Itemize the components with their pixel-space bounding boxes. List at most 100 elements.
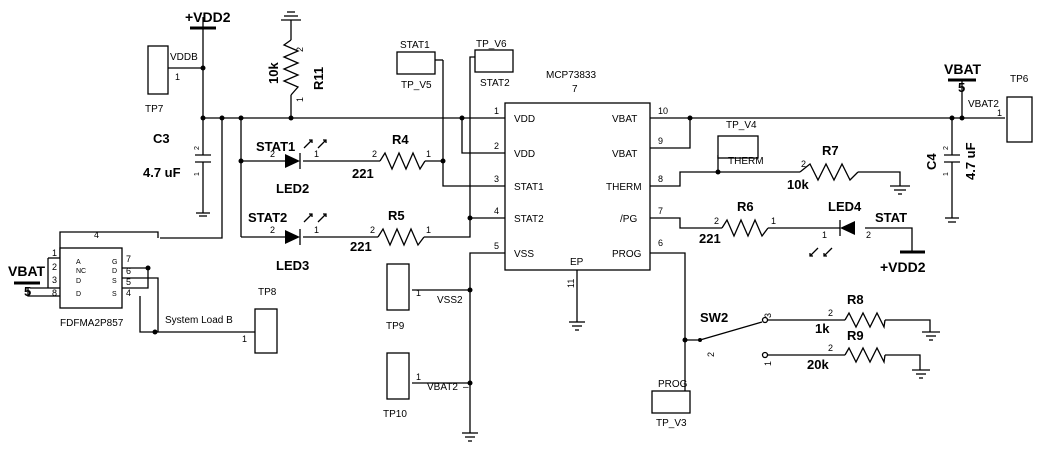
r7-pin2: 2	[801, 159, 806, 169]
tp-v4: TP_V4 THERM	[717, 120, 764, 167]
r5-value: 221	[350, 239, 372, 254]
led4-light-arrows	[809, 247, 833, 257]
r11-zigzag	[282, 39, 300, 96]
tp-v6-box	[474, 49, 514, 73]
tp-v5: STAT1 TP_V5	[396, 40, 443, 91]
r4-ref: R4	[392, 132, 409, 147]
r7: R7 10k 2	[787, 143, 883, 192]
ic-pin-name: /PG	[620, 214, 637, 225]
r11-value: 10k	[266, 62, 281, 84]
led2-light-arrows	[303, 139, 327, 149]
r6-ref: R6	[737, 199, 754, 214]
ic-body	[504, 102, 651, 271]
r5-pin2: 2	[370, 225, 375, 235]
tp-v6-ref: TP_V6	[476, 39, 507, 50]
mosfet-pin: 8	[52, 288, 57, 298]
mosfet-pin-top: 4	[94, 230, 99, 240]
sw2-pin1: 1	[763, 361, 773, 366]
ic-pin-name: STAT2	[514, 214, 544, 225]
tp7-pin: 1	[175, 72, 180, 82]
mosfet-pin: 7	[126, 254, 131, 264]
led4-pin1: 1	[822, 230, 827, 240]
mosfet-inner: NC	[76, 268, 86, 275]
led4: LED4 STAT 1 2	[809, 199, 907, 257]
vbat-left-pin: 5	[24, 284, 31, 299]
c3-ref: C3	[153, 131, 170, 146]
mosfet-inner: S	[112, 291, 117, 298]
r4: R4 221 2 1	[352, 132, 431, 181]
ic-pin-num: 2	[494, 141, 499, 151]
tp-v3-box	[651, 390, 691, 414]
mosfet-part: FDFMA2P857	[60, 318, 124, 329]
r7-zigzag	[799, 162, 859, 182]
tp10-ref: TP10	[383, 409, 407, 420]
r6-zigzag	[721, 218, 769, 238]
sw2-pin3: 3	[763, 313, 773, 318]
r8-zigzag	[844, 311, 886, 330]
r9-zigzag	[844, 346, 886, 365]
ic-pin-name: THERM	[606, 182, 642, 193]
tp-v6: TP_V6 STAT2	[474, 39, 514, 89]
fdfma2p857: 4 1 2 3 8 7 6 5 4 A NC D D G D S S FDFMA…	[52, 230, 131, 329]
r6-pin1: 1	[771, 216, 776, 226]
vbat-right-label: VBAT	[944, 61, 982, 77]
led2-pin1: 1	[314, 149, 319, 159]
tp9-ref: TP9	[386, 321, 405, 332]
sw2: SW2 3 1 2	[698, 310, 773, 366]
r7-ref: R7	[822, 143, 839, 158]
tp7-box	[147, 45, 169, 95]
tp6-net: VBAT2	[968, 99, 999, 110]
ic-pin-num: 5	[494, 241, 499, 251]
tp9-box	[386, 263, 410, 311]
mosfet-pin: 6	[126, 266, 131, 276]
vbat-right-pin: 5	[958, 80, 965, 95]
ic-ref: 7	[572, 84, 578, 95]
c4: C4 4.7 uF 2 1	[924, 140, 978, 180]
tp9: 1 VSS2 TP9	[386, 263, 463, 332]
led3-light-arrows	[303, 213, 327, 223]
ic-pin-name: VSS	[514, 249, 534, 260]
ic-pin-num: 4	[494, 206, 499, 216]
tp-v3-net: PROG	[658, 379, 688, 390]
led4-pin2: 2	[866, 230, 871, 240]
wires	[27, 17, 1005, 442]
mosfet-pin: 2	[52, 262, 57, 272]
ic-pin-num: 10	[658, 106, 668, 116]
tp10-pin: 1	[416, 372, 421, 382]
mosfet-inner: D	[76, 291, 81, 298]
r5: R5 221 2 1	[350, 208, 431, 254]
tp7: VDDB 1 TP7	[145, 45, 198, 115]
svg-text:–: –	[463, 382, 469, 393]
c3-value: 4.7 uF	[143, 165, 181, 180]
vdd2-top-label: +VDD2	[185, 9, 231, 25]
led4-label: STAT	[875, 210, 907, 225]
c3-pin1: 1	[194, 172, 201, 176]
mosfet-inner: G	[112, 259, 117, 266]
led2-pin2: 2	[270, 149, 275, 159]
r5-pin1: 1	[426, 225, 431, 235]
sw2-ref: SW2	[700, 310, 728, 325]
tp-v4-box	[717, 135, 759, 159]
r8: R8 1k 2	[815, 292, 886, 336]
r9-ref: R9	[847, 328, 864, 343]
r8-pin2: 2	[828, 308, 833, 318]
r6-value: 221	[699, 231, 721, 246]
r9-value: 20k	[807, 357, 829, 372]
r4-value: 221	[352, 166, 374, 181]
tp-v4-ref: TP_V4	[726, 120, 757, 131]
ic-pin-name: STAT1	[514, 182, 544, 193]
led3-pin2: 2	[270, 225, 275, 235]
tp8: TP8 System Load B 1	[165, 287, 278, 354]
r4-pin1: 1	[426, 149, 431, 159]
c4-pin1: 1	[943, 172, 950, 176]
tp-v5-box	[396, 51, 436, 75]
c4-plates	[944, 140, 960, 178]
led4-ref: LED4	[828, 199, 862, 214]
r8-ref: R8	[847, 292, 864, 307]
mosfet-inner: A	[76, 259, 81, 266]
tp6-box	[1006, 96, 1033, 143]
ic-pin-num: 7	[658, 206, 663, 216]
c3: C3 4.7 uF 2 1	[143, 131, 211, 180]
mcp73833-ic: MCP73833 7 1 VDD 2 VDD 3 STAT1 4 STAT2 5…	[494, 70, 668, 288]
